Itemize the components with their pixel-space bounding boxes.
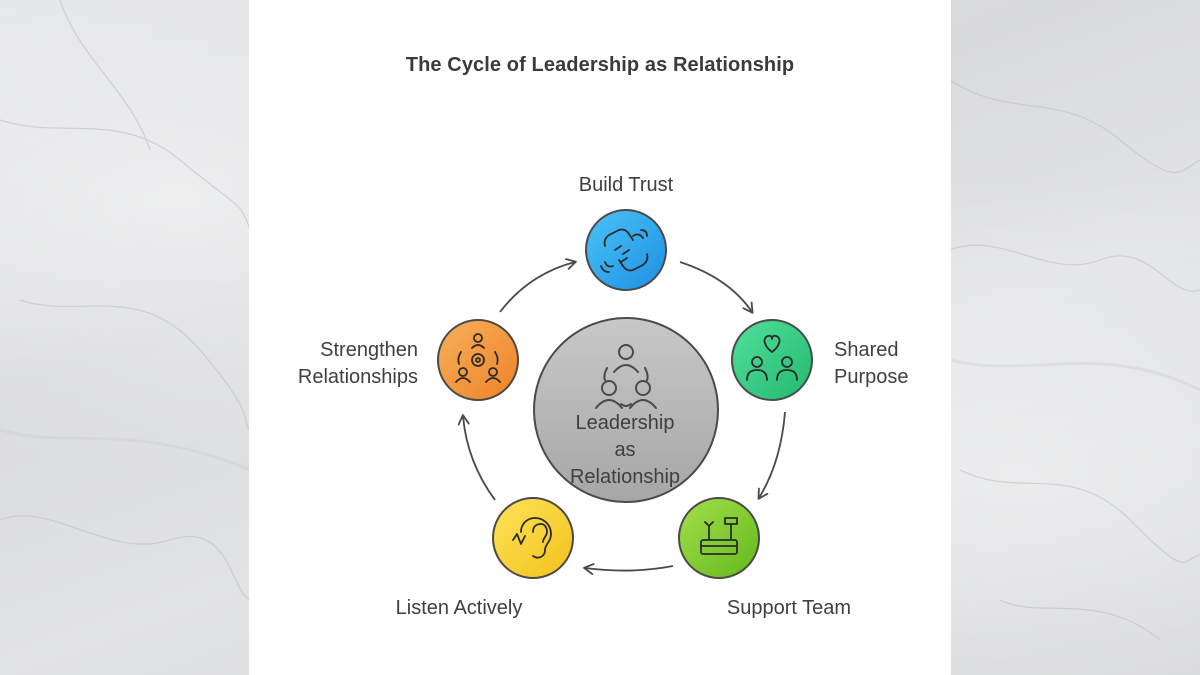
arrow-strengthen-to-trust (499, 258, 577, 313)
arrow-purpose-to-support (757, 411, 786, 500)
label-support-team: Support Team (726, 597, 852, 619)
handshake-icon (600, 228, 649, 273)
node-strengthen-relationships (437, 319, 519, 401)
tools-icon (700, 517, 738, 555)
arrow-trust-to-purpose (679, 261, 754, 314)
center-label: Leadership as Relationship (569, 412, 681, 488)
diagram-card: The Cycle of Leadership as Relationship (249, 0, 951, 675)
team-people-icon (595, 344, 657, 409)
arrow-listen-to-strengthen (457, 414, 496, 501)
diagram-title: The Cycle of Leadership as Relationship (405, 54, 795, 76)
node-shared-purpose (731, 319, 813, 401)
label-shared-purpose: Shared Purpose (834, 339, 909, 388)
center-node (533, 317, 719, 503)
heart-people-icon (746, 334, 798, 381)
label-build-trust: Build Trust (578, 174, 674, 196)
group-gear-icon (455, 333, 501, 383)
arrow-support-to-listen (583, 563, 674, 575)
label-strengthen-relationships: Strengthen Relationships (297, 339, 418, 388)
label-listen-actively: Listen Actively (395, 597, 523, 619)
cycle-diagram (437, 209, 813, 579)
ear-icon (512, 517, 552, 559)
node-listen-actively (492, 497, 574, 579)
node-support-team (678, 497, 760, 579)
node-build-trust (585, 209, 667, 291)
